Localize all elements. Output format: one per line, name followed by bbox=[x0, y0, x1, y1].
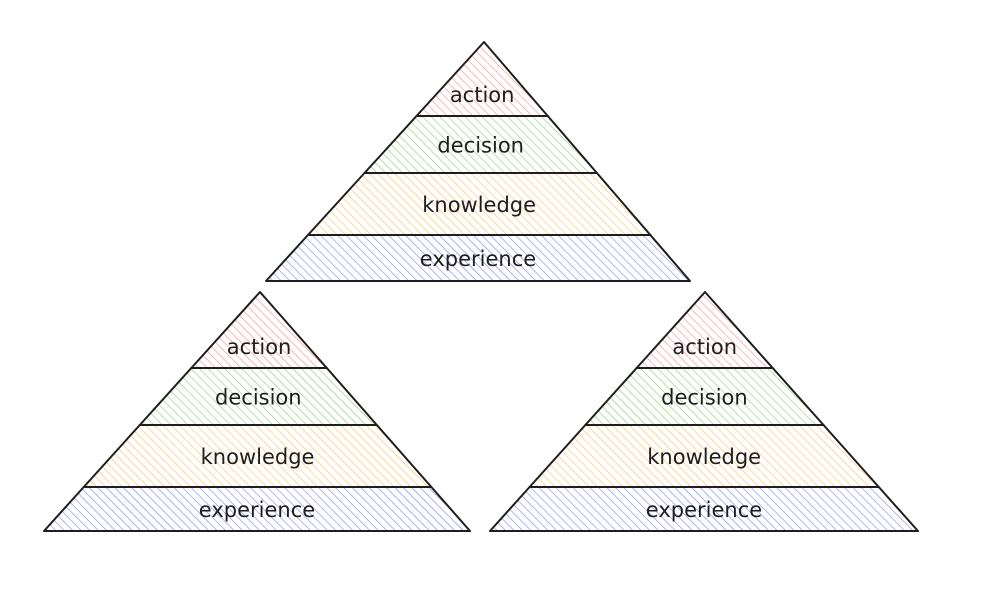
level-label-decision: decision bbox=[661, 386, 748, 410]
pyramid-level-experience bbox=[265, 234, 691, 282]
pyramid-level-experience bbox=[489, 486, 919, 532]
level-label-experience: experience bbox=[199, 498, 315, 522]
pyramid-bottom-right: action decision knowledge experience bbox=[489, 291, 919, 532]
level-label-knowledge: knowledge bbox=[422, 193, 536, 217]
level-label-action: action bbox=[227, 335, 292, 359]
level-label-decision: decision bbox=[437, 134, 524, 158]
level-label-experience: experience bbox=[420, 247, 536, 271]
pyramid-bottom-left: action decision knowledge experience bbox=[43, 291, 471, 532]
level-label-experience: experience bbox=[646, 498, 762, 522]
level-label-action: action bbox=[450, 83, 515, 107]
level-label-knowledge: knowledge bbox=[201, 445, 315, 469]
pyramid-top: action decision knowledge experience bbox=[265, 41, 691, 282]
level-label-decision: decision bbox=[215, 386, 302, 410]
level-label-knowledge: knowledge bbox=[647, 445, 761, 469]
pyramid-level-experience bbox=[43, 486, 471, 532]
level-label-action: action bbox=[672, 335, 737, 359]
